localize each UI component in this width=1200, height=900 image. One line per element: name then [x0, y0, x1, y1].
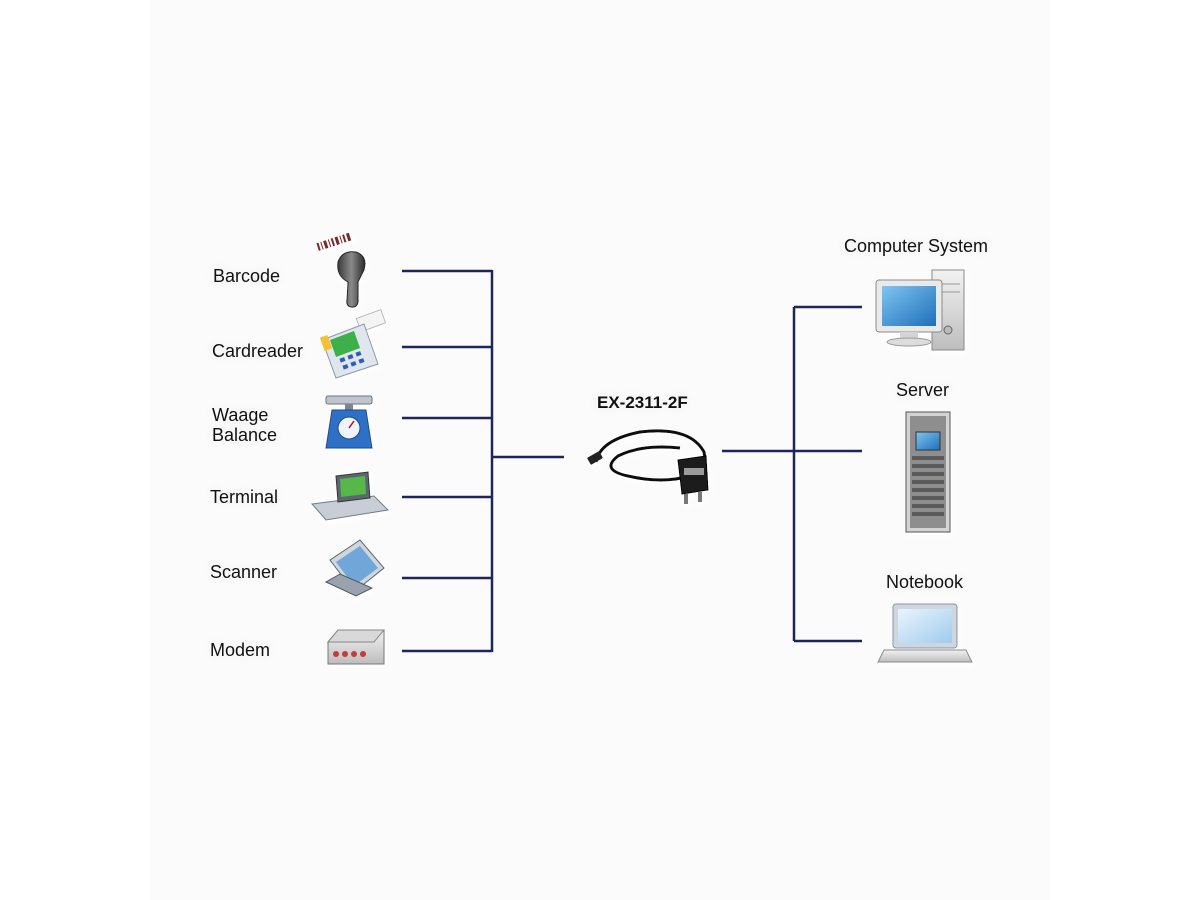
- label-modem: Modem: [210, 640, 271, 660]
- terminal-icon: [311, 471, 390, 521]
- laptop-icon: [877, 603, 973, 663]
- barcode-scanner-icon: [315, 231, 366, 308]
- desktop-computer-icon: [875, 269, 965, 351]
- usb-serial-cable-icon: [587, 429, 709, 504]
- label-scale-line1: Waage: [212, 405, 269, 425]
- card-reader-icon: [319, 308, 387, 379]
- label-barcode: Barcode: [213, 266, 281, 286]
- modem-icon: [326, 629, 386, 665]
- flatbed-scanner-icon: [324, 539, 385, 597]
- label-scale-line2: Balance: [212, 425, 278, 445]
- label-scanner: Scanner: [210, 562, 278, 582]
- product-label: EX-2311-2F: [597, 393, 688, 412]
- label-computer-system: Computer System: [844, 236, 989, 256]
- label-cardreader: Cardreader: [212, 341, 304, 361]
- label-server: Server: [896, 380, 950, 400]
- server-rack-icon: [905, 411, 951, 533]
- label-notebook: Notebook: [886, 572, 964, 592]
- left-bus-lines: [402, 269, 564, 653]
- scale-icon: [325, 395, 373, 449]
- label-terminal: Terminal: [210, 487, 279, 507]
- right-bus-lines: [722, 305, 862, 643]
